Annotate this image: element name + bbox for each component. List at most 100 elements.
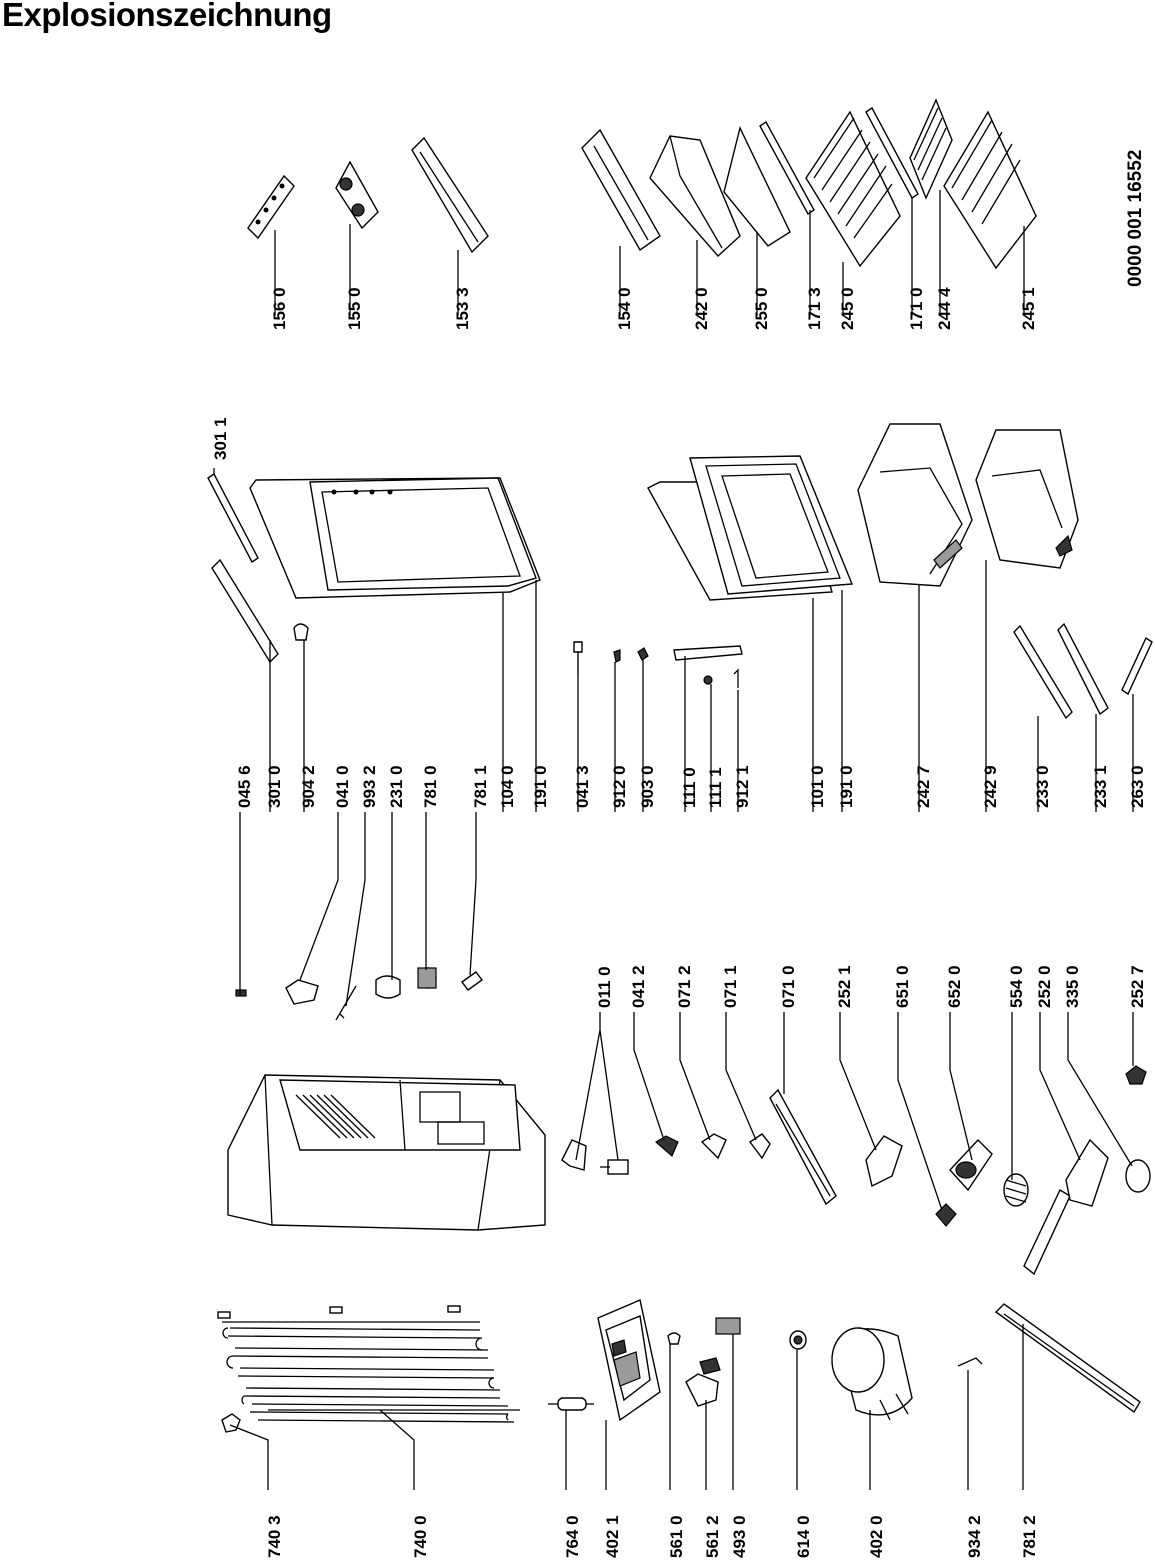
compressor-part [831, 1327, 913, 1421]
bottle-shelf-part [581, 128, 661, 252]
tube-part [548, 1397, 594, 1411]
callout-label-912-0: 912 0 [610, 765, 629, 808]
screw-a-part [613, 649, 621, 663]
freezer-drawer-part [975, 429, 1079, 569]
lamp-socket-part [935, 1203, 957, 1227]
crisper-drawer-part [857, 423, 973, 587]
callout-label-231-0: 231 0 [387, 765, 406, 808]
callout-label-233-1: 233 1 [1091, 765, 1110, 808]
clip-part [221, 1413, 241, 1433]
callout-label-255-0: 255 0 [752, 287, 771, 330]
drain-pan-part [865, 1135, 903, 1188]
hinge-bolt-part [573, 641, 583, 674]
callout-label-764-0: 764 0 [563, 1515, 582, 1558]
callout-label-041-0: 041 0 [333, 765, 352, 808]
large-wire-shelf-part [943, 110, 1037, 270]
cabinet-part [227, 1074, 546, 1231]
pin-part [957, 1357, 983, 1367]
fridge-door-part [647, 455, 854, 601]
door-shelf-part [411, 136, 489, 254]
hinge-pin-part [600, 1159, 629, 1175]
callout-label-561-0: 561 0 [667, 1515, 686, 1558]
spring-part [1003, 1173, 1029, 1207]
hinge-part [561, 1139, 587, 1171]
callout-label-252-0: 252 0 [1035, 965, 1054, 1008]
callout-label-402-1: 402 1 [603, 1515, 622, 1558]
callout-label-904-2: 904 2 [299, 765, 318, 808]
door-bracket-part [748, 1133, 771, 1160]
door-plug-part [293, 623, 309, 641]
callout-label-242-7: 242 7 [914, 765, 933, 808]
washer-part [703, 675, 713, 685]
callout-label-154-0: 154 0 [615, 287, 634, 330]
callout-label-934-2: 934 2 [965, 1515, 984, 1558]
callout-label-242-9: 242 9 [981, 765, 1000, 808]
callout-label-155-0: 155 0 [345, 287, 364, 330]
callout-label-101-0: 101 0 [808, 765, 827, 808]
egg-tray-part [247, 174, 295, 240]
screw-b-part [637, 647, 649, 661]
callout-label-912-1: 912 1 [733, 765, 752, 808]
small-cap-part [1125, 1065, 1147, 1085]
callout-label-156-0: 156 0 [270, 287, 289, 330]
callout-label-111-0: 111 0 [680, 767, 699, 808]
vegetable-box-part [649, 135, 741, 257]
callout-label-493-0: 493 0 [730, 1515, 749, 1558]
small-rack-part [909, 98, 953, 200]
butter-dish-part [335, 160, 379, 230]
callout-label-652-0: 652 0 [945, 965, 964, 1008]
callout-label-171-3: 171 3 [805, 287, 824, 330]
hinge-cover-part [654, 1135, 679, 1157]
callout-label-242-0: 242 0 [692, 287, 711, 330]
knob-cap-part [1125, 1159, 1151, 1193]
rail-part [994, 1303, 1141, 1414]
callout-label-781-0: 781 0 [421, 765, 440, 808]
door-bar-part [769, 1088, 837, 1206]
callout-label-554-0: 554 0 [1007, 965, 1026, 1008]
screw-c-part [733, 668, 739, 688]
callout-label-071-1: 071 1 [721, 965, 740, 1008]
lamp-part [461, 971, 483, 991]
wire-shelf-part [805, 110, 901, 268]
callout-label-561-2: 561 2 [703, 1515, 722, 1558]
callout-label-041-2: 041 2 [629, 965, 648, 1008]
callout-label-245-0: 245 0 [838, 287, 857, 330]
callout-label-651-0: 651 0 [893, 965, 912, 1008]
shelf-trim-part [759, 120, 815, 216]
callout-label-263-0: 263 0 [1128, 765, 1147, 808]
hinge-plate-part [673, 645, 743, 661]
door-stop-part [700, 1133, 727, 1160]
callout-label-041-3: 041 3 [573, 765, 592, 808]
callout-label-111-1: 111 1 [706, 767, 725, 808]
callout-label-993-2: 993 2 [360, 765, 379, 808]
callout-label-245-1: 245 1 [1019, 287, 1038, 330]
control-housing-part [1023, 1138, 1109, 1276]
page-title: Explosionszeichnung [2, 0, 332, 33]
drawer-rail-b-part [1057, 622, 1109, 716]
door-handle-part [211, 558, 279, 664]
callout-label-244-4: 244 4 [935, 287, 954, 330]
callout-label-740-3: 740 3 [265, 1515, 284, 1558]
bracket-part [285, 979, 319, 1005]
drawer-rail-a-part [1013, 624, 1073, 720]
relay-box-part [597, 1299, 661, 1422]
connector-part [685, 1357, 721, 1407]
grommet-part [789, 1330, 807, 1350]
screw-part [235, 989, 247, 997]
seal-strip-part [207, 472, 259, 564]
thermostat-unit-part [949, 1138, 993, 1192]
callout-label-171-0: 171 0 [907, 287, 926, 330]
callout-label-402-0: 402 0 [867, 1515, 886, 1558]
callout-label-191-0b: 191 0 [837, 765, 856, 808]
callout-label-071-0: 071 0 [779, 965, 798, 1008]
callout-label-301-1: 301 1 [211, 417, 230, 460]
callout-label-252-7: 252 7 [1128, 965, 1147, 1008]
knob-plate-part [375, 975, 401, 999]
callout-label-335-0: 335 0 [1063, 965, 1082, 1008]
callout-label-011-0: 011 0 [595, 966, 614, 1008]
document-number: 0000 001 16552 [1125, 150, 1146, 287]
callout-label-233-0: 233 0 [1033, 765, 1052, 808]
callout-label-614-0: 614 0 [794, 1515, 813, 1558]
callout-label-903-0: 903 0 [638, 765, 657, 808]
